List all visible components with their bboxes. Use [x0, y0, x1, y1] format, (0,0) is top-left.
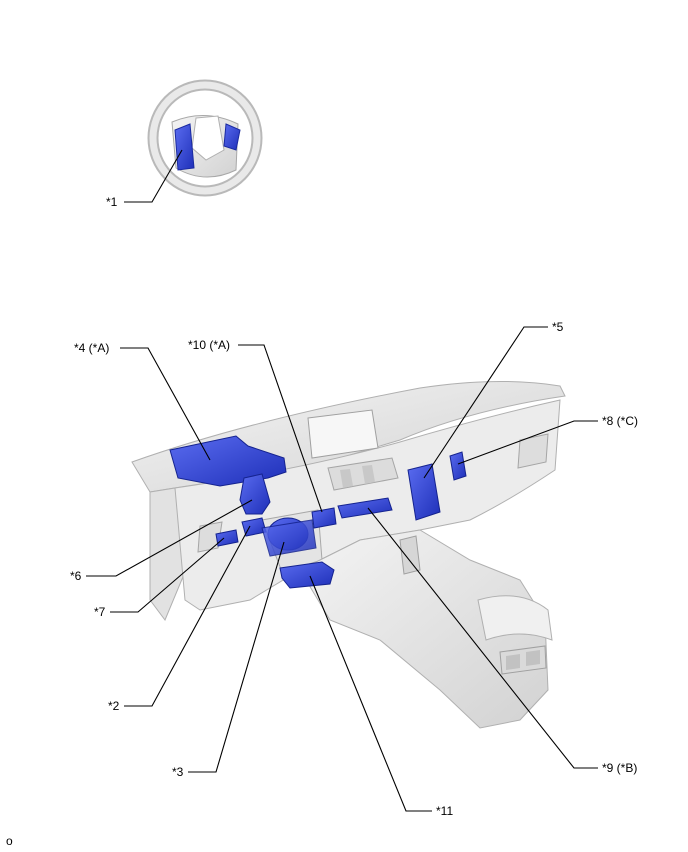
leader-c11 [309, 575, 432, 812]
callout-3: *3 [172, 765, 184, 779]
callout-7: *7 [94, 605, 106, 619]
leader-lines [86, 149, 598, 812]
leader-c7 [110, 537, 225, 613]
leader-c9 [367, 507, 598, 769]
callout-6: *6 [70, 569, 82, 583]
callout-10: *10 (*A) [188, 338, 231, 352]
leader-c2 [124, 525, 251, 707]
leader-c1 [124, 149, 183, 203]
callout-4: *4 (*A) [74, 341, 110, 355]
corner-mark: o [6, 834, 13, 848]
steering-wheel-illustration [147, 79, 263, 197]
callout-1: *1 [106, 195, 118, 209]
leader-c3 [188, 541, 285, 773]
leader-c5 [423, 326, 548, 479]
leader-c4 [120, 347, 211, 461]
callout-5: *5 [552, 320, 564, 334]
callout-8: *8 (*C) [602, 414, 639, 428]
callout-11: *11 [436, 804, 454, 818]
callout-9: *9 (*B) [602, 761, 638, 775]
leader-c6 [86, 499, 253, 577]
leader-c10 [238, 344, 323, 513]
instrument-panel-illustration [131, 380, 566, 729]
leader-c8 [457, 420, 598, 465]
callout-2: *2 [108, 699, 120, 713]
